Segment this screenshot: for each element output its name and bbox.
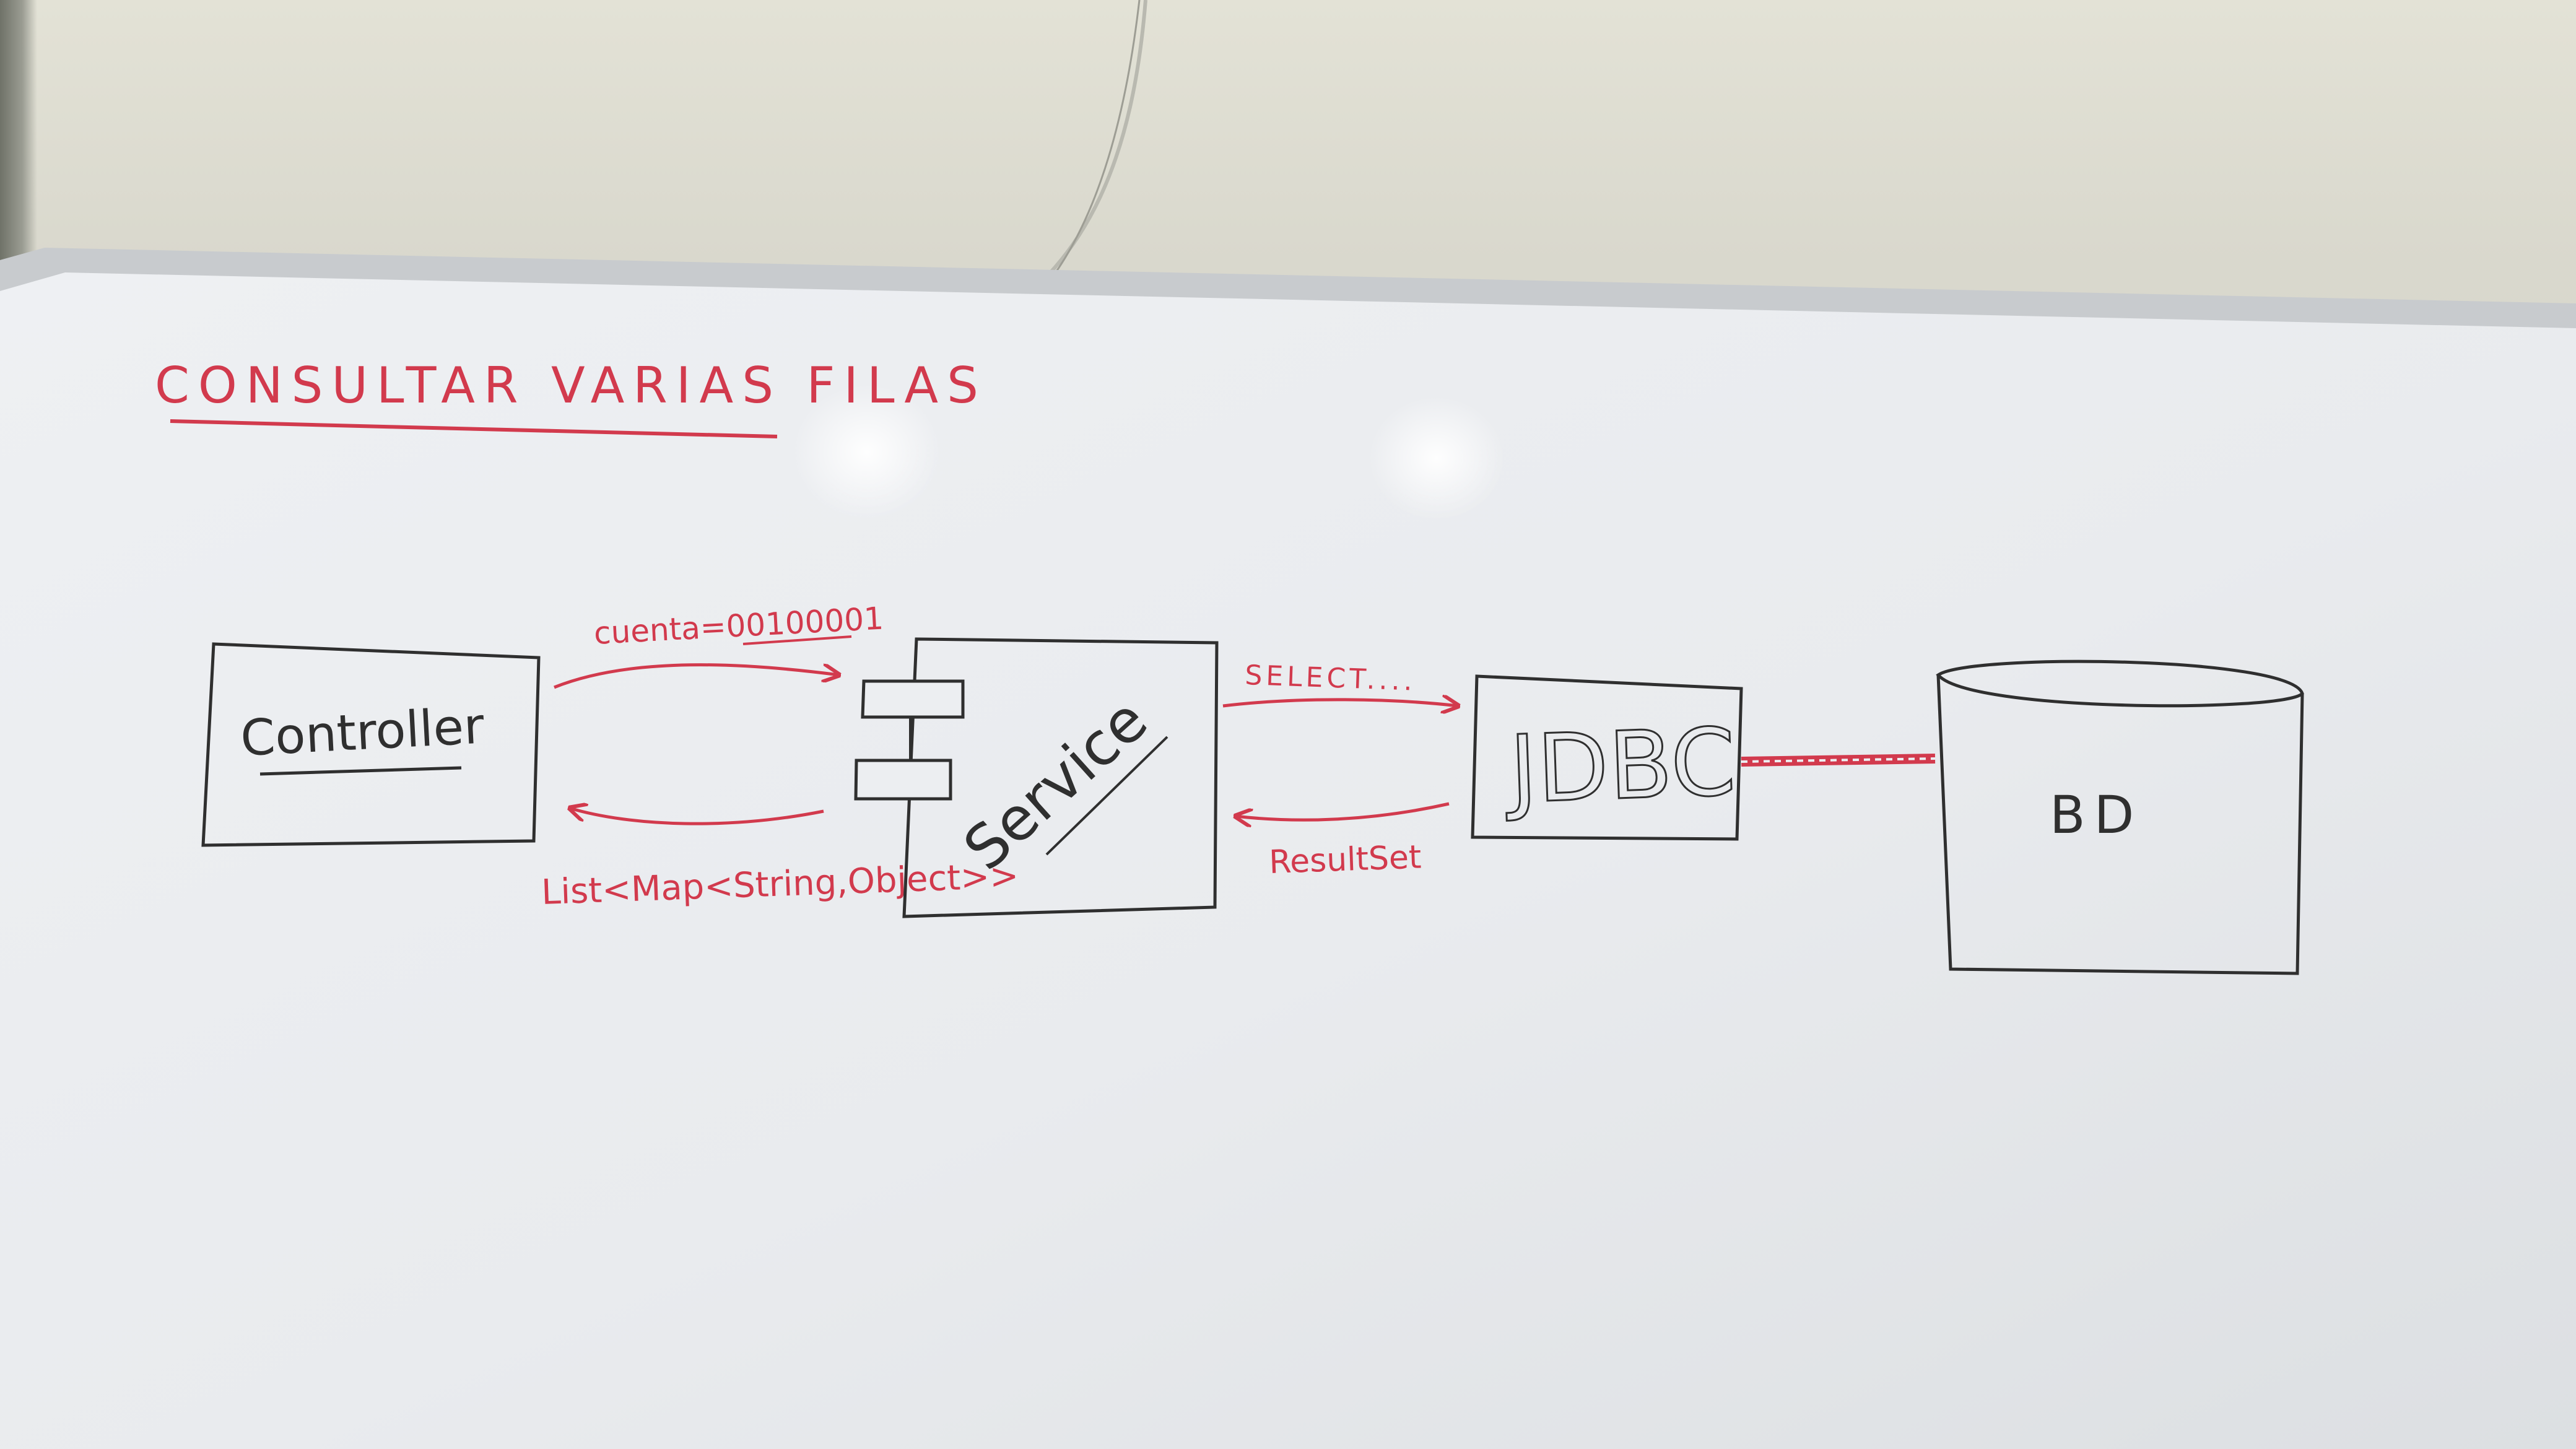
jdbc-label: JDBC [1503, 708, 1738, 824]
request-arrow [554, 663, 839, 689]
glare [1368, 396, 1505, 520]
glare [793, 384, 941, 520]
controller-label: Controller [239, 697, 485, 767]
result-arrow [1235, 802, 1450, 820]
controller-node: Controller [201, 642, 541, 847]
result-label: ResultSet [1268, 838, 1422, 881]
query-arrow [1222, 700, 1458, 706]
response-arrow [570, 808, 824, 825]
title-underline [170, 419, 778, 438]
page-title: CONSULTAR VARIAS FILAS [155, 357, 987, 414]
board-surface [0, 272, 2576, 1449]
query-label: SELECT.... [1245, 659, 1417, 697]
jdbc-db-connector [1741, 754, 1936, 767]
database-label: BD [2050, 785, 2143, 845]
jdbc-node: JDBC [1471, 674, 1743, 841]
database-node: BD [1936, 659, 2304, 975]
